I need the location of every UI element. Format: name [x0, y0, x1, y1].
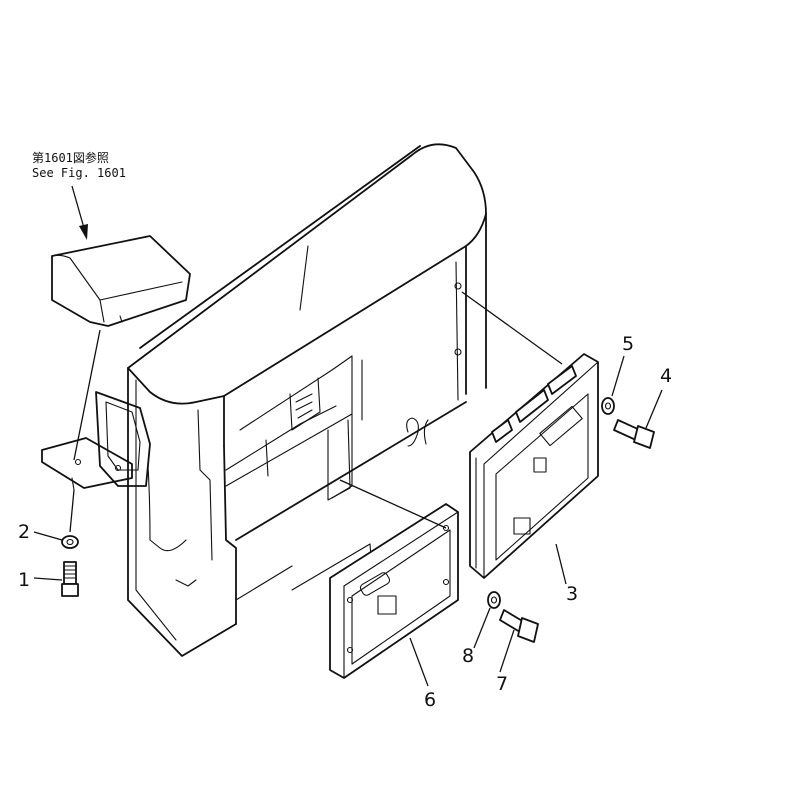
washer-5 [601, 397, 615, 415]
callout-4: 4 [660, 365, 672, 387]
controller-6 [329, 479, 459, 679]
callout-3: 3 [566, 583, 578, 605]
bolt-7 [499, 609, 539, 643]
washer-2 [61, 535, 79, 549]
callout-7: 7 [496, 673, 508, 695]
callout-leaders [33, 355, 663, 687]
cab-cover [51, 235, 191, 327]
controller-3 [461, 291, 599, 579]
bolt-1 [61, 561, 79, 597]
callout-2: 2 [18, 521, 30, 543]
reference-note-jp: 第1601図参照 [32, 150, 109, 165]
reference-arrow [71, 185, 88, 240]
washer-8 [487, 591, 501, 609]
callout-6: 6 [424, 689, 436, 711]
bolt-4 [613, 419, 655, 449]
reference-note-en: See Fig. 1601 [32, 166, 126, 180]
callout-8: 8 [462, 645, 474, 667]
callout-1: 1 [18, 569, 30, 591]
mounting-bracket [41, 329, 151, 533]
frame-body [127, 143, 487, 657]
callout-5: 5 [622, 333, 634, 355]
